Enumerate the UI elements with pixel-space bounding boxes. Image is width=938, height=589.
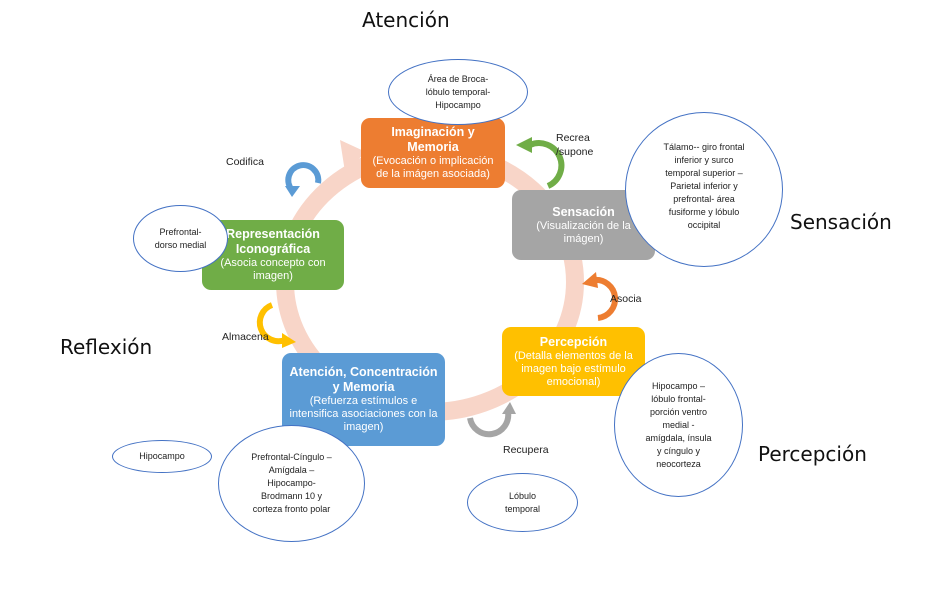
box-imagination: Imaginación y Memoria (Evocación o impli… [361,118,505,188]
box-title: Imaginación y Memoria [391,125,475,154]
recupera-arrow-icon [467,411,512,438]
box-desc: (Evocación o implicación de la imágen as… [372,155,494,180]
label-recupera: Recupera [503,444,549,456]
section-sensation: Sensación [790,210,892,234]
region-prefrontal-cingulo: Prefrontal-Cíngulo – Amígdala – Hipocamp… [218,425,365,542]
section-perception: Percepción [758,442,867,466]
recrea-arrow-icon [528,140,565,189]
box-desc: (Visualización de la imágen) [536,219,631,245]
cycle-arrowhead [340,140,366,172]
section-attention: Atención [362,8,450,32]
region-lobulo-temporal: Lóbulo temporal [467,473,578,532]
asocia-arrow-icon [593,276,619,321]
region-prefrontal-dorso: Prefrontal- dorso medial [133,205,228,272]
box-representation: Representación Iconográfica (Asocia conc… [202,220,344,290]
box-title: Representación Iconográfica [226,227,320,256]
box-title: Atención, Concentración y Memoria [289,365,438,394]
label-almacena: Almacena [222,331,269,343]
box-desc: (Refuerza estímulos e intensifica asocia… [289,395,438,433]
box-title: Percepción [539,335,608,349]
box-perception: Percepción (Detalla elementos de la imag… [502,327,645,396]
region-talamo: Tálamo-- giro frontal inferior y surco t… [625,112,783,267]
label-codifica: Codifica [226,156,264,168]
label-recrea: Recrea /supone [556,132,594,158]
box-desc: (Detalla elementos de la imagen bajo est… [514,350,633,388]
box-attention: Atención, Concentración y Memoria (Refue… [282,353,445,446]
almacena-arrow-icon [256,302,287,345]
codifica-arrow-icon [285,162,322,192]
box-title: Sensación [552,204,615,219]
box-desc: (Asocia concepto con imagen) [220,257,326,282]
region-hipocampo: Hipocampo [112,440,212,473]
region-hipocampo-percepcion: Hipocampo – lóbulo frontal- porción vent… [614,353,743,497]
region-broca: Área de Broca- lóbulo temporal- Hipocamp… [388,59,528,125]
section-reflection: Reflexión [60,335,153,359]
label-asocia: Asocia [610,293,642,305]
